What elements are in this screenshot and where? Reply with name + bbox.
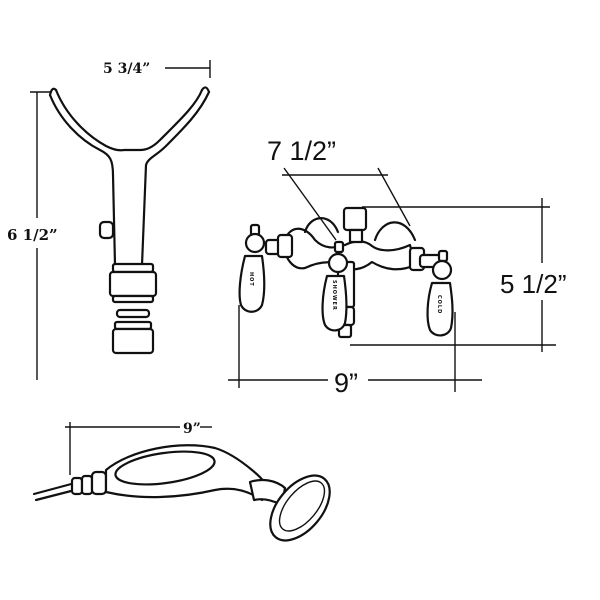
faucet-height-label: 5 1/2” [500, 269, 567, 299]
faucet-height-dimension: 5 1/2” [350, 198, 567, 352]
cold-handle-label: COLD [436, 295, 442, 314]
wall-support-part [48, 86, 211, 355]
handshower-length-dimension: 9” [65, 421, 212, 475]
support-height-dimension: 6 1/2” [7, 91, 58, 380]
faucet-spread-label: 7 1/2” [267, 136, 336, 166]
handshower-length-label: 9” [183, 421, 201, 437]
hot-handle-label: HOT [248, 272, 254, 287]
support-width-dimension: 5 3/4” [103, 60, 211, 78]
handshower-part [32, 444, 331, 542]
shower-handle-label: SHOWER [331, 280, 337, 311]
support-width-label: 5 3/4” [103, 61, 150, 77]
faucet-spread-dimension: 7 1/2” [267, 136, 411, 241]
support-height-label: 6 1/2” [7, 226, 58, 244]
faucet-width-label: 9” [334, 368, 358, 398]
faucet-part: HOT SHOWER COLD [238, 206, 454, 339]
faucet-width-dimension: 9” [228, 305, 482, 398]
